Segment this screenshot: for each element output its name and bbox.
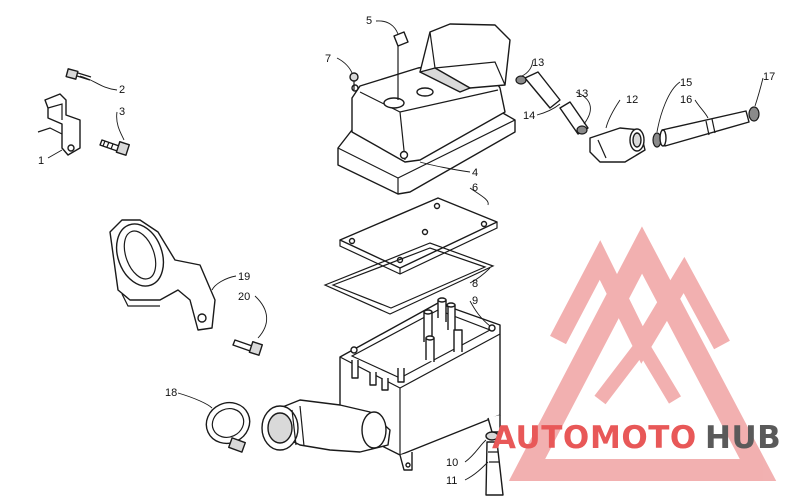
callout-5: 5 bbox=[366, 15, 372, 27]
callout-16: 16 bbox=[680, 94, 692, 106]
callout-labels: 1 2 3 4 5 6 7 8 9 10 11 12 13 13 14 15 1… bbox=[38, 15, 775, 487]
callout-15: 15 bbox=[680, 77, 692, 89]
clamp-part-10 bbox=[485, 431, 499, 441]
screw-part-7 bbox=[349, 72, 359, 90]
callout-9: 9 bbox=[472, 295, 478, 307]
bolt-part-3 bbox=[99, 139, 131, 156]
callout-18: 18 bbox=[165, 387, 177, 399]
watermark-text: AUTO MOTO HUB bbox=[492, 420, 781, 456]
watermark-text-auto: AUTO bbox=[492, 420, 590, 456]
gasket-part-8 bbox=[323, 242, 495, 315]
callout-10: 10 bbox=[446, 457, 458, 469]
hose-part-14 bbox=[524, 71, 589, 135]
strap-bracket-part-19 bbox=[109, 219, 216, 331]
bolt-part-20 bbox=[232, 339, 264, 356]
drain-tube-part-11 bbox=[485, 441, 504, 496]
clamp-part-13 bbox=[515, 75, 588, 135]
fitting-part-5 bbox=[393, 31, 409, 100]
leader-lines bbox=[47, 20, 764, 481]
airbox-cover-part-4 bbox=[337, 23, 516, 195]
bracket-part-1 bbox=[37, 93, 81, 156]
callout-20: 20 bbox=[238, 291, 250, 303]
callout-4: 4 bbox=[472, 167, 478, 179]
watermark-logo-icon bbox=[508, 226, 777, 481]
callout-1: 1 bbox=[38, 155, 44, 167]
callout-11: 11 bbox=[446, 475, 457, 487]
callout-7: 7 bbox=[325, 53, 331, 65]
intake-elbow-icon bbox=[261, 399, 391, 453]
callout-13a: 13 bbox=[532, 57, 544, 69]
tube-part-16 bbox=[659, 110, 750, 147]
boot-part-12 bbox=[589, 127, 646, 163]
callout-2: 2 bbox=[119, 84, 125, 96]
callout-14: 14 bbox=[523, 110, 535, 122]
callout-17: 17 bbox=[763, 71, 775, 83]
callout-3: 3 bbox=[119, 106, 125, 118]
screw-part-2 bbox=[65, 68, 92, 81]
callout-13b: 13 bbox=[576, 88, 588, 100]
callout-8: 8 bbox=[472, 278, 478, 290]
callout-6: 6 bbox=[472, 182, 478, 194]
hose-clamp-part-18 bbox=[205, 401, 251, 453]
watermark-text-hub: HUB bbox=[705, 420, 781, 456]
callout-12: 12 bbox=[626, 94, 638, 106]
watermark-text-moto: MOTO bbox=[590, 420, 697, 456]
callout-19: 19 bbox=[238, 271, 250, 283]
clamp-part-17 bbox=[748, 106, 760, 122]
